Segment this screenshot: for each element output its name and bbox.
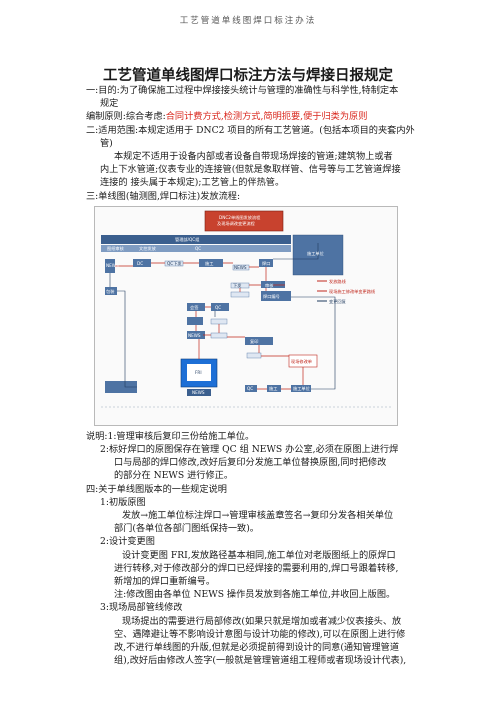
notes-line-2: 2:标好焊口的原图保存在管理 QC 组 NEWS 办公室,必须在原图上进行焊 — [100, 444, 399, 456]
flow-node-b4: 焊口编号 — [263, 293, 280, 299]
scope-line-3: 本规定不适用于设备内部或者设备自带现场焊接的管道;建筑物上或者 — [114, 151, 393, 163]
flow-title-line-2: 及现场调改变更流程 — [217, 220, 255, 226]
flow-card: FRI — [195, 369, 202, 375]
flow-sub-a: 图纸审核 — [107, 245, 124, 251]
flow-legend-1: 发放路线 — [329, 278, 346, 284]
document-body: 一:目的:为了确保施工过程中焊接接头统计与管理的准确性与科学性,特制定本 规定 … — [86, 84, 442, 667]
s4-1-heading: 1:初版原图 — [100, 496, 146, 508]
principle-line: 编制原则:综合考虑:合同计费方式,检测方式,简明扼要,便于归类为原则 — [86, 111, 368, 123]
flowchart-figure: DNC2单线图发放流程 及现场调改变更流程 管理部/QC组 图纸审核 文控发放 … — [94, 205, 398, 426]
running-head: 工艺管道单线图焊口标注办法 — [179, 16, 317, 26]
s4-1-line-2: 部门(各单位各部门图纸保持一致)。 — [114, 523, 259, 535]
flow-bottom-3: 施工单位 — [293, 385, 310, 391]
notes-line-3: 口与局部的焊口修改,改好后复印分发施工单位替换原图,同时把修改 — [114, 457, 387, 469]
flow-node-mid1: 会签 — [190, 304, 199, 310]
flow-bottom-1: QC — [247, 385, 254, 391]
s4-2-line-1: 设计变更图 FRI,发放路径基本相同,施工单位对老版图纸上的原焊口 — [122, 549, 396, 561]
flowchart-shapes — [101, 210, 391, 408]
flow-node-doc: DC — [137, 260, 144, 266]
scope-line-1: 二:适用范围:本规定适用于 DNC2 项目的所有工艺管道。(包括本项目的夹套内外 — [86, 124, 415, 136]
flow-node-b1: 焊口 — [262, 260, 271, 266]
flow-node-b2: NEWS — [234, 264, 247, 270]
purpose-line: 一:目的:为了确保施工过程中焊接接头统计与管理的准确性与科学性,特制定本 — [86, 85, 399, 96]
flow-title-line-1: DNC2单线图发放流程 — [219, 214, 261, 220]
flow-lane-top: 管理部/QC组 — [175, 236, 200, 242]
principle-highlight: 合同计费方式,检测方式,简明扼要,便于归类为原则 — [165, 111, 368, 123]
section-3-heading: 三:单线图(轴测图,焊口标注)发放流程: — [86, 190, 241, 202]
s4-3-line-2: 空、遇障避让等不影响设计意图与设计功能的修改),可以在原图上进行修 — [114, 628, 406, 640]
scope-line-2: 管) — [100, 137, 113, 149]
notes-line-4: 的部分在 NEWS 进行修正。 — [114, 470, 234, 482]
flow-node-cons: 施工 — [205, 260, 214, 266]
s4-2-line-2: 进行转移,对于修改部分的焊口已经焊接的需要利用的,焊口号跟着转移, — [114, 562, 399, 574]
flow-node-mid2: QC — [215, 304, 222, 310]
flow-lane-right: 施工单位 — [307, 250, 324, 256]
flow-sub-c: QC — [195, 245, 202, 251]
flow-sub-b: 文控发放 — [139, 245, 156, 251]
scope-line-4: 内上下水管道;仪表专业的连接管(但就是象取样管、信号等与工艺管道焊接 — [100, 164, 401, 176]
s4-3-line-1: 现场提出的需要进行局部修改(如果只就是增加或者减少仪表接头、放 — [122, 615, 402, 627]
flow-node-pkg: 包装 — [106, 288, 115, 294]
flow-node-dup: 复印 — [250, 338, 259, 344]
purpose-line-cont: 规定 — [100, 98, 119, 110]
s4-2-line-4: 注:修改图由各单位 NEWS 操作员发放到各施工单位,并收回上版图。 — [114, 589, 396, 601]
flow-node-b3: 审核 — [265, 282, 274, 288]
s4-3-line-3: 改,不进行单线图的升版,但就是必须提前得到设计的同意(通知管理管道 — [114, 642, 400, 654]
flow-legend-2: 现场施工修改单变更路线 — [329, 288, 376, 294]
flow-node-lead: QC下发 — [167, 260, 182, 266]
s4-3-line-4: 组),改好后由修改人签字(一般就是管理管道组工程师或者现场设计代表), — [114, 655, 407, 667]
document-title: 工艺管道单线图焊口标注方法与焊接日报规定 — [103, 68, 393, 84]
s4-2-heading: 2:设计变更图 — [100, 536, 155, 548]
s4-2-line-3: 新增加的焊口重新编号。 — [114, 576, 216, 588]
flow-node-final: 现场修改单 — [291, 358, 312, 364]
flow-node-b5: 下发 — [233, 282, 242, 288]
flow-node-mid3: NEWS — [188, 332, 201, 338]
flow-node-news: NEWS — [106, 262, 119, 268]
s4-3-heading: 3:现场局部管线修改 — [100, 602, 183, 614]
scope-line-5: 连接的 接头属于本规定);工艺管上的伴热管。 — [100, 177, 285, 189]
section-4-heading: 四:关于单线图版本的一些规定说明 — [86, 483, 227, 495]
flow-bottom-2: 施工 — [269, 385, 278, 391]
s4-1-line-1: 发放→施工单位标注焊口→管理审核盖章签名→复印分发各相关单位 — [122, 510, 394, 522]
flow-legend-3: 变更回复 — [329, 298, 346, 304]
notes-line-1: 说明:1:管理审核后复印三份给施工单位。 — [86, 430, 255, 442]
flow-card-tag: NEWS — [192, 389, 205, 395]
